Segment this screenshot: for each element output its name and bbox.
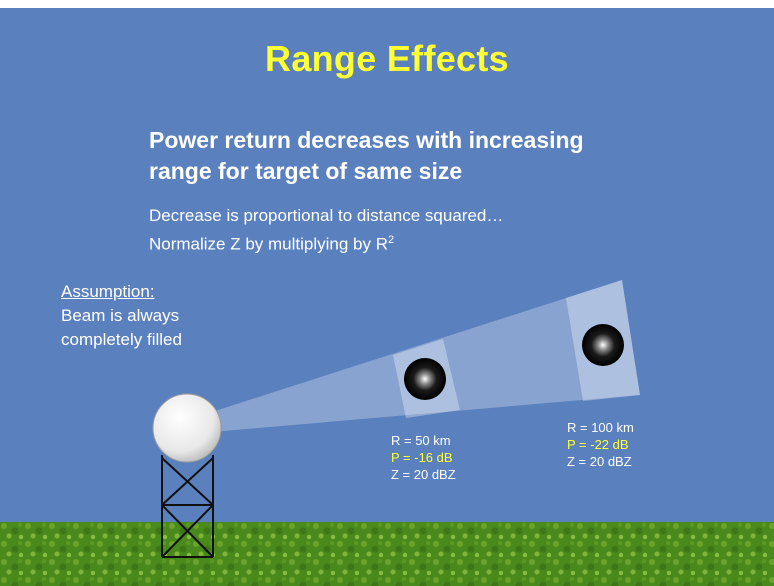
assumption-title: Assumption: xyxy=(61,282,155,301)
radar-tower xyxy=(161,455,214,558)
grass-ground xyxy=(0,522,774,586)
range-label: R = 50 km xyxy=(391,433,451,448)
subtext-line-1: Decrease is proportional to distance squ… xyxy=(149,206,504,225)
reflectivity-label: Z = 20 dBZ xyxy=(567,454,632,469)
power-label: P = -22 dB xyxy=(567,437,629,452)
heading-line-1: Power return decreases with increasing xyxy=(149,127,584,153)
reflectivity-label: Z = 20 dBZ xyxy=(391,467,456,482)
radar-dome xyxy=(152,393,222,463)
subtext-line-2-text: Normalize Z by multiplying by R xyxy=(149,234,389,254)
top-border xyxy=(0,0,774,8)
target-label-100km: R = 100 km P = -22 dB Z = 20 dBZ xyxy=(567,419,634,470)
assumption-line-1: Beam is always xyxy=(61,306,180,325)
subtext-line-2: Normalize Z by multiplying by R2 xyxy=(149,228,669,257)
subtext-superscript: 2 xyxy=(388,234,395,246)
heading-line-2: range for target of same size xyxy=(149,158,463,184)
subtext: Decrease is proportional to distance squ… xyxy=(149,203,669,257)
range-label: R = 100 km xyxy=(567,420,634,435)
target-label-50km: R = 50 km P = -16 dB Z = 20 dBZ xyxy=(391,432,456,483)
slide-title: Range Effects xyxy=(265,38,509,79)
power-label: P = -16 dB xyxy=(391,450,453,465)
radar-beam xyxy=(212,280,640,432)
target-drop-50km xyxy=(404,358,446,400)
main-heading: Power return decreases with increasing r… xyxy=(149,125,709,187)
assumption-line-2: completely filled xyxy=(61,330,182,349)
target-drop-100km xyxy=(582,324,624,366)
assumption-note: Assumption: Beam is always completely fi… xyxy=(61,280,261,352)
